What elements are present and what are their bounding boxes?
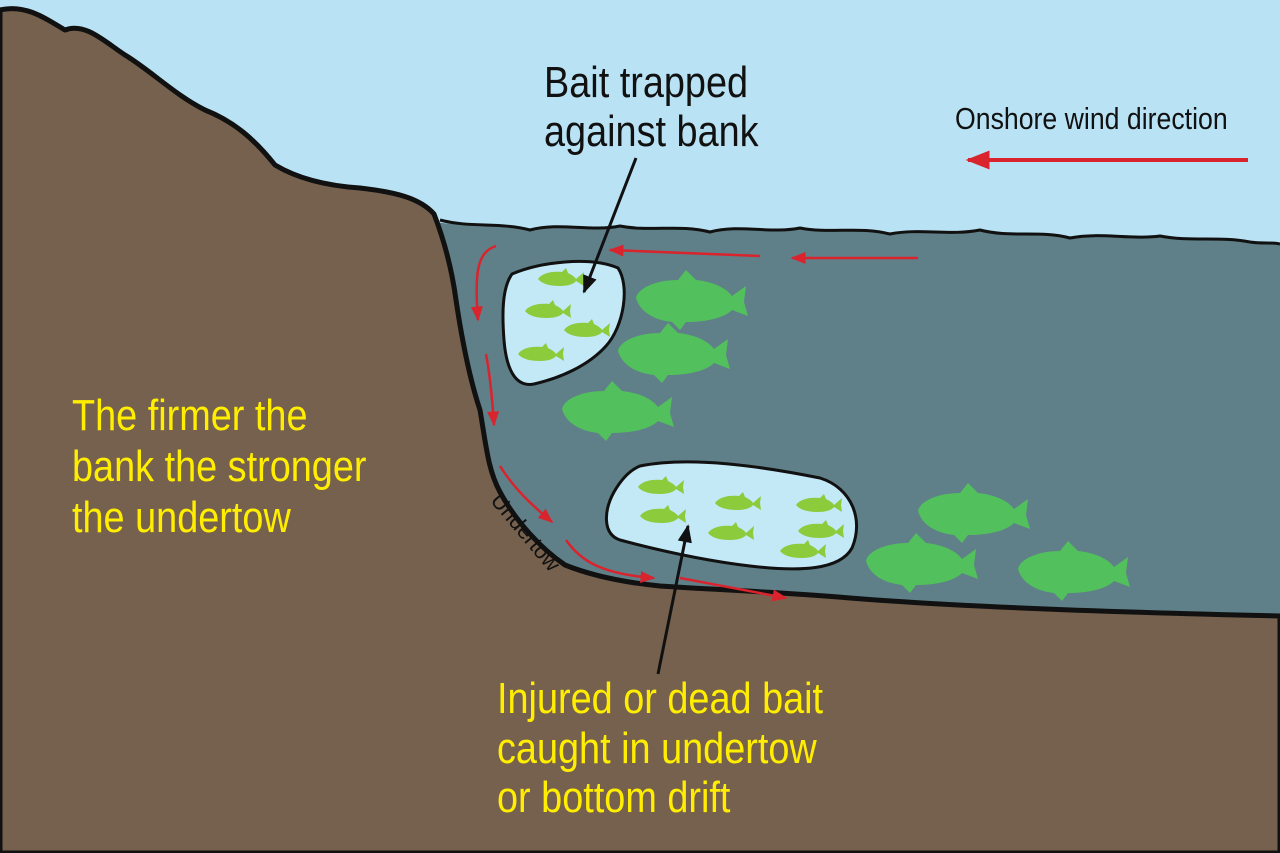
current-arrows	[470, 244, 918, 602]
water-surface	[439, 218, 1280, 246]
pointer-injured-bait	[656, 524, 692, 675]
firmer-bank-line-2: bank the stronger	[72, 442, 367, 492]
firmer-bank-line-1: The firmer the	[72, 391, 308, 440]
wind-direction-text: Onshore wind direction	[955, 101, 1228, 136]
bait-trapped-label: Bait trapped against bank	[544, 58, 759, 157]
injured-bait-line-3: or bottom drift	[497, 773, 731, 823]
current-arrow-icon	[679, 576, 788, 602]
injured-bait-line-2: caught in undertow	[497, 723, 817, 773]
bait-trapped-line-2: against bank	[544, 107, 759, 157]
current-arrow-icon	[498, 465, 554, 523]
current-arrow-icon	[470, 244, 497, 322]
current-arrow-icon	[564, 539, 656, 583]
current-arrow-icon	[608, 244, 761, 258]
current-arrow-icon	[484, 353, 500, 427]
pointer-bait-trapped	[582, 157, 638, 294]
wind-direction-label: Onshore wind direction	[955, 103, 1228, 134]
bank-ground	[0, 6, 1280, 853]
injured-bait-line-1: Injured or dead bait	[497, 674, 824, 723]
injured-bait-label: Injured or dead bait caught in undertow …	[497, 674, 823, 823]
firmer-bank-label: The firmer the bank the stronger the und…	[72, 390, 367, 543]
bait-trapped-line-1: Bait trapped	[544, 58, 749, 107]
firmer-bank-line-3: the undertow	[72, 493, 291, 543]
